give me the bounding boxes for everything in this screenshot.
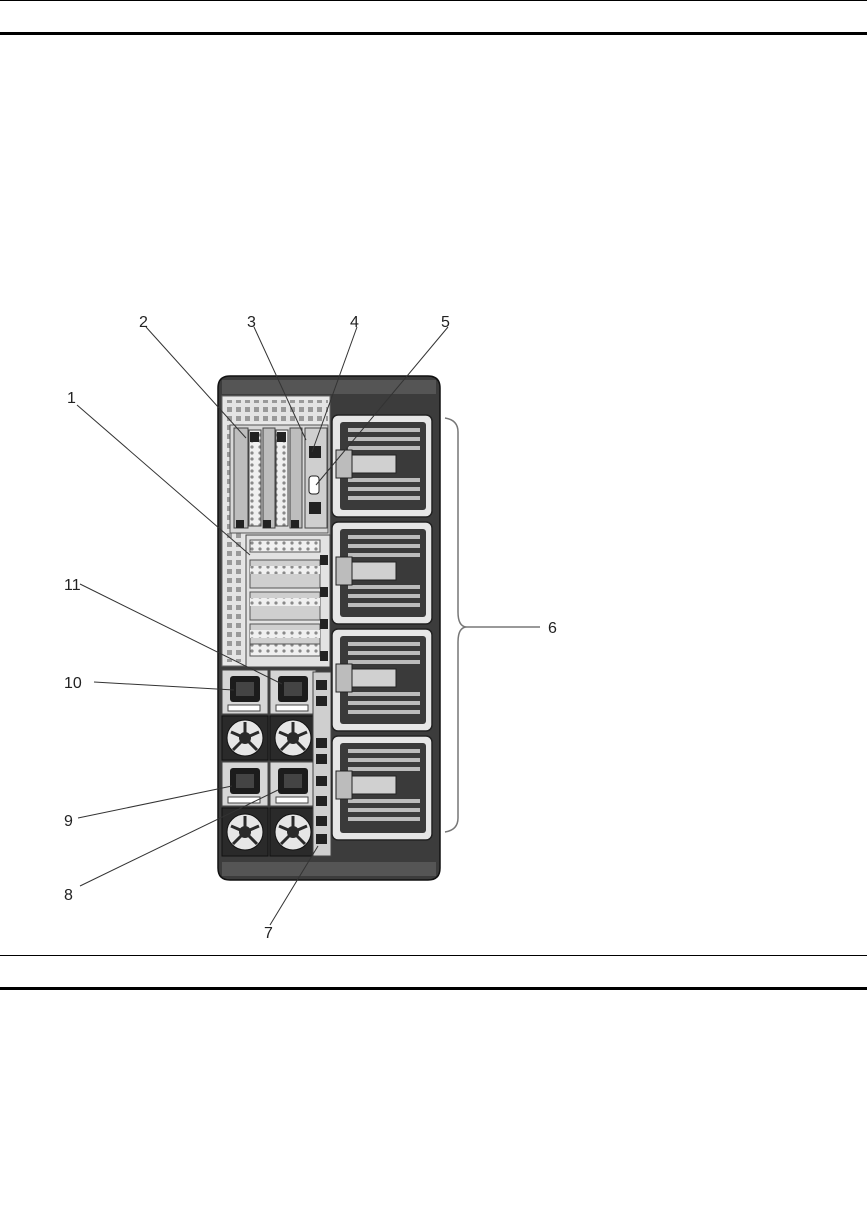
callout-9: 9 — [64, 813, 73, 830]
callout-1: 1 — [67, 390, 76, 407]
callout-5: 5 — [441, 314, 450, 331]
callout-7: 7 — [264, 925, 273, 942]
callout-3: 3 — [247, 314, 256, 331]
pcie-slot-area — [230, 425, 328, 533]
callout-6: 6 — [548, 620, 557, 637]
callout-8: 8 — [64, 887, 73, 904]
callout-2: 2 — [139, 314, 148, 331]
callout-4: 4 — [350, 314, 359, 331]
fan-modules-bracket — [445, 418, 466, 832]
network-port-strip — [313, 672, 331, 856]
io-module-bays — [246, 535, 330, 667]
callout-10: 10 — [64, 675, 82, 692]
callout-11: 11 — [64, 577, 81, 594]
